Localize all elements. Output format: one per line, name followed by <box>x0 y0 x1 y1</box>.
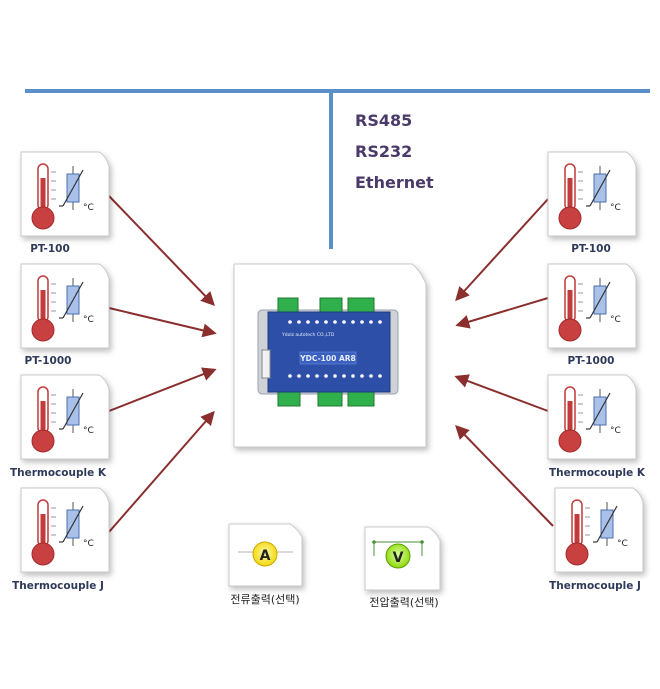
left-sensor-card-2: °C <box>20 263 110 349</box>
voltmeter-icon: V <box>372 540 424 569</box>
sensor-label: PT-100 <box>571 243 611 255</box>
arrow-right-2 <box>455 297 549 329</box>
device-model-label: YDC-100 AR8 <box>299 354 356 363</box>
sensor-label: PT-1000 <box>25 355 72 367</box>
sensor-label: Thermocouple K <box>549 467 646 479</box>
sensor-label: Thermocouple J <box>549 580 641 592</box>
thermometer-icon <box>31 386 56 453</box>
ammeter-symbol: A <box>260 548 271 564</box>
arrow-right-1 <box>455 198 549 302</box>
thermometer-icon <box>558 275 583 342</box>
device-bottom-terminals <box>277 391 375 407</box>
arrow-left-1 <box>108 195 215 307</box>
left-sensor-card-4: °C <box>20 487 110 573</box>
device-maker-label: Ydolz autotech CO.,LTD <box>281 332 335 338</box>
arrow-left-4 <box>108 410 215 533</box>
arrow-left-2 <box>108 307 217 338</box>
device-indicator-dot <box>297 320 301 324</box>
controller-device: Ydolz autotech CO.,LTD YDC-100 AR8 <box>257 297 399 407</box>
device-indicator-dot <box>333 374 337 378</box>
thermometer-icon <box>31 499 56 566</box>
bus-label-ethernet: Ethernet <box>355 173 434 192</box>
device-indicator-dot <box>351 374 355 378</box>
right-sensor-column: °C PT-100 °C PT-1000 °C Thermocouple K °C Therm… <box>547 151 646 592</box>
arrow-left-3 <box>108 367 217 412</box>
sensor-label: Thermocouple J <box>12 580 104 592</box>
right-sensor-card-4: °C <box>554 487 644 573</box>
device-indicator-dot <box>306 320 310 324</box>
device-indicator-dot <box>315 320 319 324</box>
sensor-label: PT-100 <box>30 243 70 255</box>
device-indicator-dot <box>369 320 373 324</box>
device-indicator-dot <box>315 374 319 378</box>
device-indicator-dot <box>324 320 328 324</box>
device-indicator-dot <box>324 374 328 378</box>
sensor-unit: °C <box>83 539 94 549</box>
thermistor-icon: °C <box>59 502 94 549</box>
current-output-label: 전류출력(선택) <box>230 593 299 606</box>
device-indicator-dot <box>306 374 310 378</box>
device-indicator-dot <box>297 374 301 378</box>
sensor-unit: °C <box>617 539 628 549</box>
thermistor-icon: °C <box>593 502 628 549</box>
device-model-plate <box>299 351 357 365</box>
device-indicator-dot <box>369 374 373 378</box>
thermometer-icon <box>31 275 56 342</box>
right-sensor-card-2: °C <box>547 263 637 349</box>
sensor-unit: °C <box>83 203 94 213</box>
device-indicator-dot <box>333 320 337 324</box>
device-indicator-dot <box>288 374 292 378</box>
right-sensor-card-1: °C <box>547 151 637 237</box>
device-indicator-dot <box>351 320 355 324</box>
thermometer-icon <box>565 499 590 566</box>
device-indicator-dot <box>342 374 346 378</box>
device-indicator-dot <box>342 320 346 324</box>
thermistor-icon: °C <box>59 389 94 436</box>
thermistor-icon: °C <box>586 166 621 213</box>
bus-label-rs485: RS485 <box>355 111 412 130</box>
thermistor-icon: °C <box>586 278 621 325</box>
left-sensor-card-1: °C <box>20 151 110 237</box>
device-indicator-dot <box>360 374 364 378</box>
device-dip-switch <box>261 349 271 379</box>
sensor-unit: °C <box>610 203 621 213</box>
sensor-label: PT-1000 <box>568 355 615 367</box>
device-indicator-dot <box>378 320 382 324</box>
communication-bus: RS485 RS232 Ethernet <box>25 89 650 249</box>
left-sensor-card-3: °C <box>20 374 110 460</box>
sensor-unit: °C <box>83 426 94 436</box>
thermometer-icon <box>558 386 583 453</box>
bus-label-rs232: RS232 <box>355 142 412 161</box>
device-indicator-dot <box>360 320 364 324</box>
right-sensor-card-3: °C <box>547 374 637 460</box>
thermistor-icon: °C <box>586 389 621 436</box>
device-top-terminals <box>277 297 375 313</box>
device-indicator-dot <box>378 374 382 378</box>
sensor-label: Thermocouple K <box>10 467 107 479</box>
arrow-right-4 <box>455 424 554 527</box>
thermistor-icon: °C <box>59 166 94 213</box>
voltage-output-label: 전압출력(선택) <box>369 596 438 609</box>
connection-arrows <box>108 195 554 533</box>
voltmeter-symbol: V <box>393 550 404 566</box>
sensor-unit: °C <box>610 426 621 436</box>
thermometer-icon <box>31 163 56 230</box>
left-sensor-column: °C PT-100 °C PT-1000 °C Thermocouple K °C Therm… <box>10 151 110 592</box>
device-indicator-dot <box>288 320 292 324</box>
thermometer-icon <box>558 163 583 230</box>
ammeter-icon: A <box>238 541 293 567</box>
sensor-unit: °C <box>83 315 94 325</box>
device-indicator-dots <box>288 320 382 378</box>
sensor-unit: °C <box>610 315 621 325</box>
arrow-right-3 <box>454 374 549 412</box>
thermistor-icon: °C <box>59 278 94 325</box>
